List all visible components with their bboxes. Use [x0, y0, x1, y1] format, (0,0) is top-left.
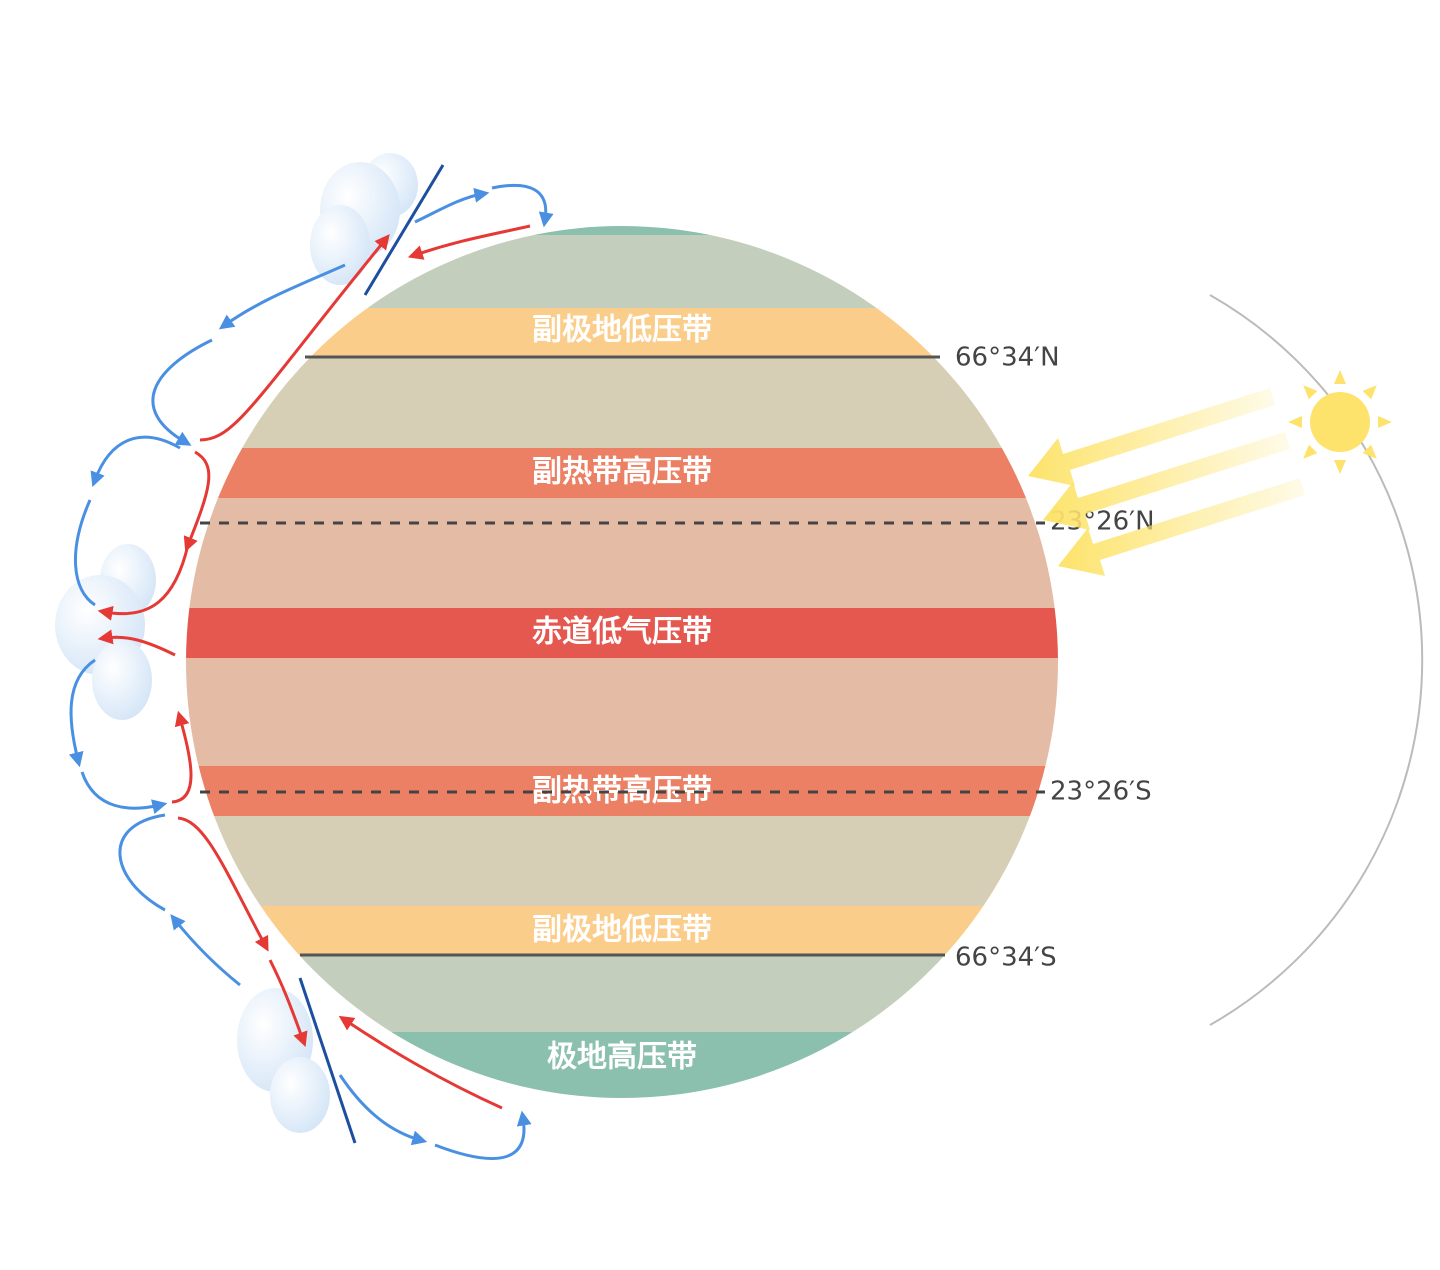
band-label-polar-high-south: 极地高压带: [547, 1040, 697, 1075]
warm-flow-1: [407, 224, 531, 260]
cold-flow-9: [118, 813, 166, 912]
cloud-icon-top: [310, 153, 418, 285]
cold-flow-4: [151, 338, 213, 446]
cold-flow-5: [90, 435, 181, 488]
warm-flow-3: [183, 450, 211, 552]
cold-flow-12: [434, 1110, 532, 1160]
polar-front-south: [298, 977, 357, 1144]
warm-air-flows: [97, 224, 531, 1110]
latitude-label-tropic-capricorn: 23°26′S: [1050, 777, 1152, 807]
band-equatorial-low: [186, 608, 1058, 658]
band-subpolar-low-south: [186, 906, 1058, 956]
cold-flow-1: [414, 187, 490, 224]
warm-flow-8: [268, 959, 308, 1048]
band-trades-north: [186, 498, 1058, 608]
band-label-equatorial-low: 赤道低气压带: [532, 615, 712, 650]
orbit-arc: [1209, 294, 1424, 1026]
sun-rays: [1028, 388, 1305, 576]
cold-flow-8: [80, 771, 168, 815]
latitude-label-arctic: 66°34′N: [955, 343, 1060, 373]
warm-flow-9: [338, 1015, 503, 1110]
band-trades-south: [186, 658, 1058, 766]
warm-flow-5: [97, 629, 176, 657]
band-westerlies-south: [186, 816, 1058, 906]
cold-flow-11: [338, 1074, 428, 1146]
warm-flow-7: [177, 816, 269, 952]
sun-ray-3: [1058, 478, 1305, 576]
band-label-subtropical-high-north: 副热带高压带: [532, 455, 712, 490]
band-westerlies-north: [186, 358, 1058, 448]
cold-air-flows: [68, 183, 554, 1160]
latitude-label-antarctic: 66°34′S: [955, 943, 1057, 973]
warm-flow-4: [97, 544, 190, 621]
cold-flow-3: [218, 263, 346, 330]
cold-flow-10: [170, 914, 241, 987]
polar-front-north: [363, 164, 445, 296]
globe: 极地高压带 副极地低压带 副热带高压带 赤道低气压带 副热带高压带 副极地低压带…: [186, 196, 1058, 1098]
band-label-subpolar-low-north: 副极地低压带: [532, 313, 712, 348]
cold-flow-7: [68, 658, 96, 768]
sun-ray-2: [1043, 432, 1290, 530]
band-label-polar-high-north: 极地高压带: [547, 196, 697, 231]
sun-ray-1: [1028, 388, 1275, 486]
band-subtropical-high-north: [186, 448, 1058, 498]
band-polar-high-north: [186, 226, 1058, 235]
band-label-subpolar-low-south: 副极地低压带: [532, 913, 712, 948]
cloud-icon-bottom: [237, 988, 330, 1133]
cold-flow-2: [491, 183, 554, 228]
sun-icon: [1288, 370, 1392, 474]
cloud-icon-equator: [55, 544, 156, 720]
cold-flow-6: [74, 499, 96, 607]
warm-flow-6: [171, 710, 193, 804]
warm-flow-2: [199, 234, 390, 442]
